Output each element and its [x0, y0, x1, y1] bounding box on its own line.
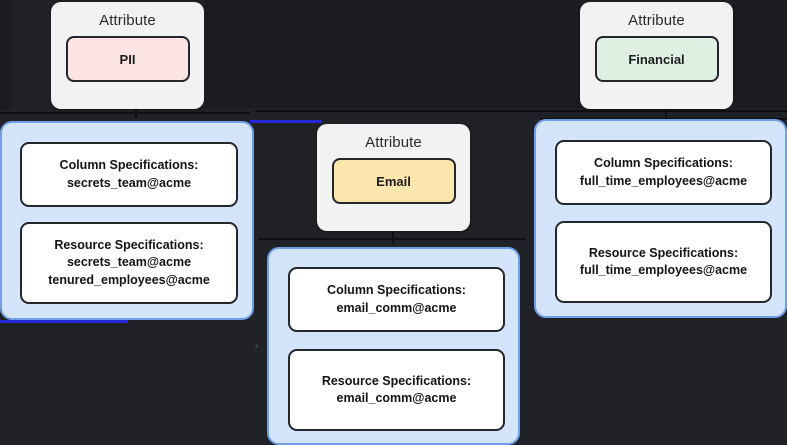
spec-group-secrets-team[interactable]: Column Specifications: secrets_team@acme…	[0, 121, 254, 320]
attribute-node-financial-title: Attribute	[628, 12, 685, 29]
backdrop-band-center	[205, 0, 580, 108]
spec-box-resource-specifications-secrets-team[interactable]: Resource Specifications: secrets_team@ac…	[20, 222, 238, 304]
spec-line: tenured_employees@acme	[48, 272, 210, 287]
collapse-chevron-icon[interactable]: ›	[254, 339, 260, 354]
spec-box-column-specifications-secrets-team[interactable]: Column Specifications: secrets_team@acme	[20, 142, 238, 207]
spec-box-resource-specifications-full-time-employees[interactable]: Resource Specifications: full_time_emplo…	[555, 221, 772, 303]
spec-line: email_comm@acme	[336, 391, 457, 405]
edge-highlight-to-email	[250, 120, 322, 123]
attribute-node-financial[interactable]: Attribute Financial	[580, 2, 733, 109]
edge-pii-drop	[135, 106, 137, 118]
attribute-node-email[interactable]: Attribute Email	[317, 124, 470, 231]
spec-box-column-specifications-email-comm[interactable]: Column Specifications: email_comm@acme	[288, 267, 505, 332]
spec-line: Resource Specifications:	[588, 245, 739, 260]
spec-group-email-comm[interactable]: Column Specifications: email_comm@acme R…	[267, 247, 520, 445]
edge-highlight-secrets-bottom	[0, 320, 128, 323]
attribute-node-pii-title: Attribute	[99, 12, 156, 29]
spec-box-resource-specifications-email-comm[interactable]: Resource Specifications: email_comm@acme	[288, 349, 505, 431]
attribute-node-financial-value[interactable]: Financial	[594, 36, 719, 82]
attribute-node-email-title: Attribute	[365, 134, 422, 151]
spec-line: full_time_employees@acme	[579, 173, 748, 188]
attribute-node-pii[interactable]: Attribute PII	[51, 2, 204, 109]
spec-line: Column Specifications:	[594, 156, 733, 171]
spec-line: Resource Specifications:	[54, 238, 204, 253]
attribute-node-email-value[interactable]: Email	[331, 158, 456, 204]
attribute-node-pii-value[interactable]: PII	[65, 36, 190, 82]
edge-email-drop	[392, 228, 394, 244]
backdrop-band-left	[0, 0, 12, 110]
spec-line: secrets_team@acme	[66, 255, 192, 270]
edge-pii-to-secrets	[0, 112, 250, 114]
edge-financial-drop	[665, 106, 667, 118]
spec-line: Resource Specifications:	[321, 373, 472, 388]
spec-line: secrets_team@acme	[66, 175, 192, 190]
backdrop-band-right	[733, 0, 787, 108]
spec-line: email_comm@acme	[336, 300, 457, 315]
spec-line: full_time_employees@acme	[579, 263, 748, 277]
spec-line: Column Specifications:	[59, 158, 199, 173]
edge-top-rail	[255, 110, 787, 112]
spec-group-full-time-employees[interactable]: Column Specifications: full_time_employe…	[534, 119, 787, 318]
spec-box-column-specifications-full-time-employees[interactable]: Column Specifications: full_time_employe…	[555, 140, 772, 205]
spec-line: Column Specifications:	[327, 283, 466, 298]
edge-email-rail	[258, 238, 526, 240]
